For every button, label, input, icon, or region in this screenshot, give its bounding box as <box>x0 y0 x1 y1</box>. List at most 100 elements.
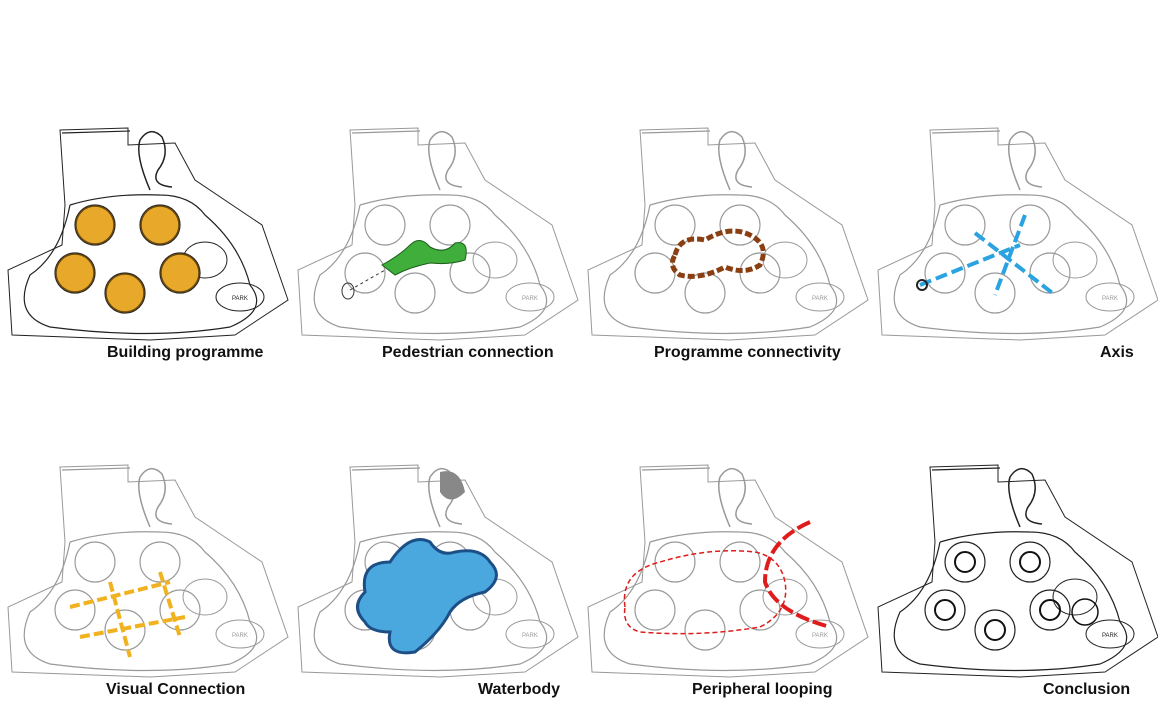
programme-circle <box>75 205 115 245</box>
site-contour <box>893 467 1128 672</box>
caption: Axis <box>1100 344 1134 361</box>
site-boundary <box>297 464 579 678</box>
building-circle <box>74 204 116 246</box>
open-space <box>1052 241 1098 279</box>
entry-loop <box>1008 131 1043 191</box>
building-circle <box>974 272 1016 314</box>
site-boundary <box>587 127 869 341</box>
programme-node <box>954 551 976 573</box>
park-label: PARK <box>522 633 538 639</box>
caption: Conclusion <box>1043 681 1131 698</box>
caption: Peripheral looping <box>692 681 833 698</box>
caption: Visual Connection <box>106 681 246 698</box>
open-space <box>762 241 808 279</box>
entry-loop <box>138 131 173 191</box>
site-sketch: PARK <box>7 464 289 678</box>
sketch-pedestrian-connection: PARK <box>290 95 580 355</box>
programme-node <box>984 619 1006 641</box>
sketch-conclusion: PARK <box>870 432 1158 692</box>
sketch-waterbody: PARK <box>290 432 580 692</box>
programme-circle <box>140 205 180 245</box>
park-ellipse <box>1085 282 1135 312</box>
entry-loop <box>138 468 173 528</box>
peripheral-loop <box>623 550 787 635</box>
building-circle <box>54 589 96 631</box>
axis-line <box>973 231 1057 297</box>
park-ellipse <box>795 282 845 312</box>
park-ellipse <box>505 282 555 312</box>
programme-node <box>1039 599 1061 621</box>
site-contour <box>313 467 548 672</box>
axis-line <box>993 214 1027 296</box>
visual-line <box>69 580 171 609</box>
entry-loop <box>1008 468 1043 528</box>
axis-line <box>919 243 1021 287</box>
site-contour <box>603 467 838 672</box>
caption: Waterbody <box>478 681 561 698</box>
building-circle <box>344 252 386 294</box>
building-circle <box>944 541 986 583</box>
sketch-visual-connection: PARK <box>0 432 290 692</box>
site-boundary <box>877 464 1158 678</box>
building-circle <box>1029 252 1071 294</box>
site-contour <box>893 130 1128 335</box>
park-ellipse <box>795 619 845 649</box>
peripheral-arc <box>762 520 831 629</box>
building-circle <box>429 204 471 246</box>
building-circle <box>719 204 761 246</box>
site-sketch: PARK <box>7 127 289 341</box>
building-circle <box>394 272 436 314</box>
entry-node <box>341 282 355 300</box>
building-circle <box>364 204 406 246</box>
building-circle <box>924 589 966 631</box>
visual-line <box>79 615 186 639</box>
site-boundary <box>7 464 289 678</box>
hatched-area <box>440 471 465 500</box>
site-contour <box>313 130 548 335</box>
sketch-peripheral-looping: PARK <box>580 432 870 692</box>
building-circle <box>654 541 696 583</box>
pedestrian-link <box>349 269 386 291</box>
site-contour <box>23 130 258 335</box>
building-circle <box>1009 541 1051 583</box>
building-circle <box>159 589 201 631</box>
building-circle <box>139 541 181 583</box>
site-sketch: PARK <box>587 127 869 341</box>
building-circle <box>1029 589 1071 631</box>
programme-circle <box>160 253 200 293</box>
building-circle <box>719 541 761 583</box>
programme-circle <box>55 253 95 293</box>
programme-circle <box>105 273 145 313</box>
building-circle <box>634 252 676 294</box>
node-ring <box>1071 598 1099 626</box>
sketch-programme-connectivity: PARK <box>580 95 870 355</box>
waterbody <box>356 538 498 655</box>
building-circle <box>974 609 1016 651</box>
visual-line <box>158 571 182 638</box>
park-label: PARK <box>522 296 538 302</box>
park-label: PARK <box>812 633 828 639</box>
park-ellipse <box>1085 619 1135 649</box>
building-circle <box>944 204 986 246</box>
building-circle <box>634 589 676 631</box>
connectivity-loop <box>669 228 766 279</box>
caption: Building programme <box>107 344 264 361</box>
site-sketch: PARK <box>877 464 1158 678</box>
pedestrian-path <box>381 240 467 276</box>
site-contour <box>603 130 838 335</box>
sketch-building-programme: PARK <box>0 95 290 355</box>
park-label: PARK <box>232 296 248 302</box>
building-circle <box>139 204 181 246</box>
building-circle <box>74 541 116 583</box>
site-sketch: PARK <box>297 127 579 341</box>
building-circle <box>924 252 966 294</box>
site-boundary <box>877 127 1158 341</box>
site-boundary <box>7 127 289 341</box>
programme-node <box>934 599 956 621</box>
entry-loop <box>428 131 463 191</box>
programme-node <box>1019 551 1041 573</box>
entry-loop <box>718 131 753 191</box>
building-circle <box>654 204 696 246</box>
site-sketch: PARK <box>877 127 1158 341</box>
visual-line <box>108 581 132 658</box>
